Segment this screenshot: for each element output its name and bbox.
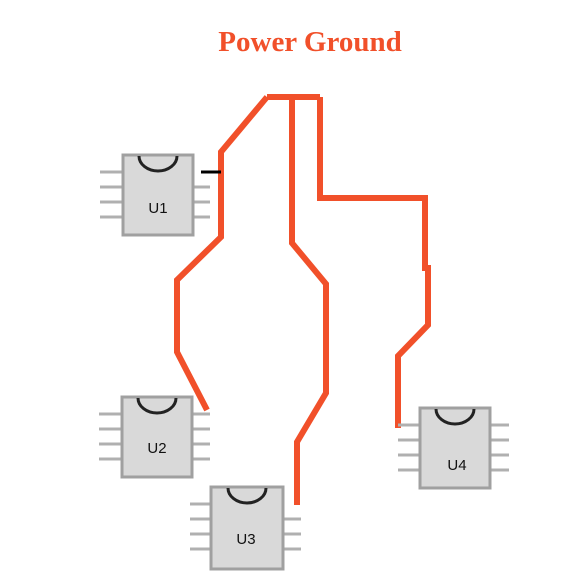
trace-u3: [289, 97, 329, 505]
notch-icon: [226, 487, 268, 505]
chip-u2-label: U2: [147, 440, 166, 457]
chip-u3-body: [209, 485, 285, 571]
notch-icon: [137, 155, 179, 173]
chip-u2-body: [120, 395, 194, 479]
chip-u4-label: U4: [447, 457, 466, 474]
chip-u3-label: U3: [236, 531, 255, 548]
chip-u4-pins: [398, 423, 509, 472]
power-ground-traces: [174, 94, 431, 505]
diagram-title: Power Ground: [218, 26, 402, 58]
chip-u1-body: [121, 153, 195, 237]
chip-u4[interactable]: U4: [398, 406, 509, 490]
chip-u2-pins: [99, 412, 210, 461]
chip-u1-pins: [100, 170, 210, 219]
chip-u4-body: [418, 406, 492, 490]
trace-u4: [317, 97, 431, 428]
trace-u1-u2: [174, 95, 270, 412]
chip-u3[interactable]: U3: [190, 485, 301, 571]
chip-u2[interactable]: U2: [99, 395, 210, 479]
chip-u1-label: U1: [148, 200, 167, 217]
notch-icon: [434, 408, 476, 426]
notch-icon: [136, 397, 178, 415]
chip-u1[interactable]: U1: [100, 153, 210, 237]
chip-u3-pins: [190, 502, 301, 551]
